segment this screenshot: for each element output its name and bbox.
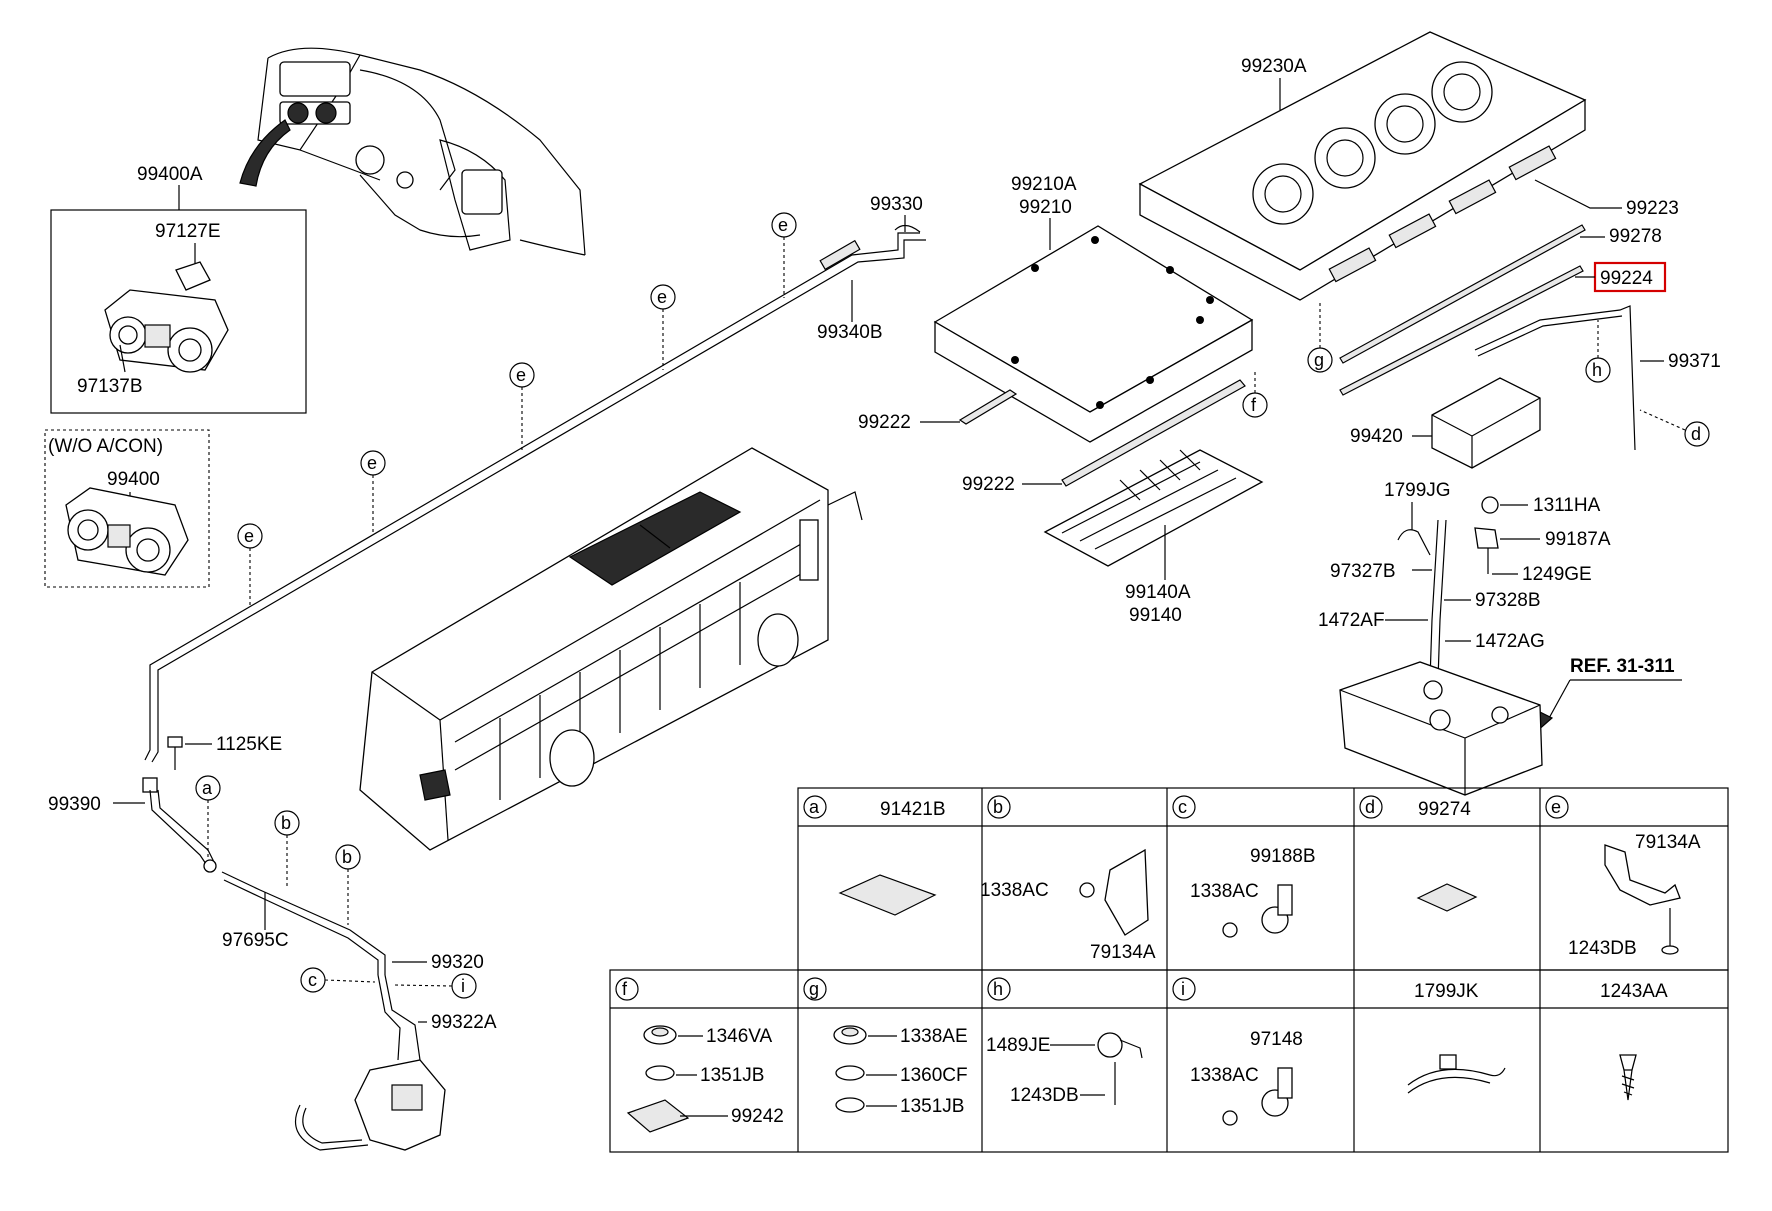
table-c-1338AC: 1338AC	[1190, 881, 1259, 902]
label-97327B: 97327B	[1330, 561, 1396, 582]
label-99420: 99420	[1350, 426, 1403, 447]
callout-e5: e	[244, 526, 254, 546]
label-99330: 99330	[870, 194, 923, 215]
table-letter-f: f	[622, 979, 628, 999]
table-letter-c: c	[1178, 797, 1187, 817]
table-letter-a: a	[809, 797, 820, 817]
callout-i: i	[461, 976, 465, 996]
label-99187A: 99187A	[1545, 529, 1611, 550]
label-99340B: 99340B	[817, 322, 883, 343]
table-e-79134A: 79134A	[1635, 832, 1701, 853]
label-99222-a: 99222	[858, 412, 911, 433]
dashboard-illustration	[239, 47, 586, 256]
table-letter-e: e	[1551, 797, 1561, 817]
evaporator-unit: 99210A 99210 99222 99222 f 99140A 99140	[858, 174, 1268, 626]
roof-ac-unit: 99230A 99223 99278 99224 g h 99371	[1138, 31, 1721, 469]
table-h-1243DB: 1243DB	[1010, 1085, 1079, 1106]
label-99230A: 99230A	[1241, 56, 1307, 77]
callout-a: a	[202, 778, 213, 798]
table-g-1338AE: 1338AE	[900, 1026, 968, 1047]
callout-b1: b	[281, 813, 291, 833]
callout-e2: e	[657, 287, 667, 307]
table-letter-g: g	[809, 979, 819, 999]
table-f-1346VA: 1346VA	[706, 1026, 773, 1047]
table-part-91421B: 91421B	[880, 799, 946, 820]
table-i-1338AC: 1338AC	[1190, 1065, 1259, 1086]
label-1472AF: 1472AF	[1318, 610, 1385, 631]
table-part-1243AA: 1243AA	[1600, 981, 1668, 1002]
table-f-99242: 99242	[731, 1106, 784, 1127]
table-b-79134A: 79134A	[1090, 942, 1156, 963]
label-1799JG: 1799JG	[1384, 480, 1451, 501]
table-g-1351JB: 1351JB	[900, 1096, 964, 1117]
label-97328B: 97328B	[1475, 590, 1541, 611]
callout-b2: b	[342, 847, 352, 867]
table-part-1799JK: 1799JK	[1414, 981, 1479, 1002]
label-99140A: 99140A	[1125, 582, 1191, 603]
table-c-99188B: 99188B	[1250, 846, 1316, 867]
callout-e4: e	[367, 453, 377, 473]
label-99322A: 99322A	[431, 1012, 497, 1033]
label-ref-31-311: REF. 31-311	[1570, 656, 1675, 677]
coolant-pipes: 99330 99340B e e e e e 1125KE 99390 a	[48, 194, 926, 1151]
callout-f: f	[1251, 395, 1257, 415]
label-99400A: 99400A	[137, 164, 203, 185]
table-letter-h: h	[993, 979, 1003, 999]
label-99390: 99390	[48, 794, 101, 815]
table-letter-i: i	[1181, 979, 1185, 999]
bus-illustration	[359, 447, 863, 851]
label-1472AG: 1472AG	[1475, 631, 1545, 652]
label-99222-b: 99222	[962, 474, 1015, 495]
wo-acon-box: (W/O A/CON) 99400	[44, 429, 210, 588]
label-99371: 99371	[1668, 351, 1721, 372]
label-99210A: 99210A	[1011, 174, 1077, 195]
label-97137B: 97137B	[77, 376, 143, 397]
table-part-99274: 99274	[1418, 799, 1471, 820]
label-97695C: 97695C	[222, 930, 289, 951]
label-99140: 99140	[1129, 605, 1182, 626]
label-97127E: 97127E	[155, 221, 221, 242]
callout-h: h	[1592, 360, 1602, 380]
table-i-97148: 97148	[1250, 1029, 1303, 1050]
label-1125KE: 1125KE	[216, 734, 282, 755]
parts-table: a 91421B b c d 99274 e 1338AC 79134A 991…	[609, 787, 1729, 1153]
callout-c: c	[308, 970, 317, 990]
callout-d: d	[1691, 424, 1701, 444]
label-99320: 99320	[431, 952, 484, 973]
table-letter-b: b	[993, 797, 1003, 817]
table-f-1351JB: 1351JB	[700, 1065, 764, 1086]
table-h-1489JE: 1489JE	[986, 1035, 1050, 1056]
heater-control-box: 99400A 97127E 97137B	[50, 164, 307, 414]
callout-e3: e	[516, 365, 526, 385]
label-99223: 99223	[1626, 198, 1679, 219]
table-g-1360CF: 1360CF	[900, 1065, 968, 1086]
fuel-tank-area: 1799JG 1311HA 99187A 1249GE 97327B 97328…	[1318, 480, 1682, 796]
label-1249GE: 1249GE	[1522, 564, 1592, 585]
table-letter-d: d	[1365, 797, 1375, 817]
label-1311HA: 1311HA	[1533, 495, 1601, 516]
table-b-1338AC: 1338AC	[980, 880, 1049, 901]
label-wo-acon: (W/O A/CON)	[48, 436, 163, 457]
label-99278: 99278	[1609, 226, 1662, 247]
table-e-1243DB: 1243DB	[1568, 938, 1637, 959]
label-99210: 99210	[1019, 197, 1072, 218]
label-99400: 99400	[107, 469, 160, 490]
label-99224: 99224	[1600, 268, 1653, 289]
callout-g: g	[1314, 350, 1324, 370]
callout-e1: e	[778, 215, 788, 235]
